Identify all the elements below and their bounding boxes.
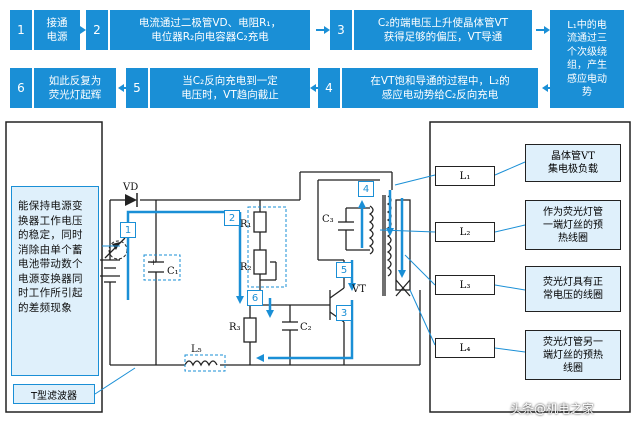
step-number: 1 bbox=[10, 10, 32, 50]
step-4: 4 在VT饱和导通的过程中，L₂的 感应电动势给C₂反向充电 bbox=[318, 68, 538, 108]
badge-4: 4 bbox=[358, 181, 374, 197]
step-text: 电流通过二极管VD、电阻R₁， 电位器R₂向电容器C₂充电 bbox=[110, 10, 310, 50]
step-2: 2 电流通过二极管VD、电阻R₁， 电位器R₂向电容器C₂充电 bbox=[86, 10, 310, 50]
label-l5: L₅ bbox=[191, 344, 202, 355]
arrow-left-icon bbox=[118, 84, 124, 92]
step-number: 6 bbox=[10, 68, 32, 108]
step-5: 5 当C₂反向充电到一定 电压时，VT趋向截止 bbox=[126, 68, 310, 108]
arrow-right-icon bbox=[324, 26, 330, 34]
arrow-left-icon bbox=[310, 84, 316, 92]
label-r3: R₃ bbox=[229, 322, 241, 333]
step-text: L₁中的电 流通过三 个次级绕 组，产生 感应电动 势 bbox=[550, 10, 624, 108]
label-plus: + bbox=[150, 258, 157, 267]
label-c2: C₂ bbox=[300, 322, 312, 333]
label-r2: R₂ bbox=[240, 262, 252, 273]
coil-l4-desc: 荧光灯管另一 端灯丝的预热 线圈 bbox=[525, 330, 621, 380]
step-text: 如此反复为 荧光灯起辉 bbox=[34, 68, 116, 108]
step-text: 当C₂反向充电到一定 电压时，VT趋向截止 bbox=[150, 68, 310, 108]
filter-label: T型滤波器 bbox=[13, 384, 95, 404]
step-3: 3 C₂的端电压上升使晶体管VT 获得足够的偏压，VT导通 bbox=[330, 10, 532, 50]
step-text: 接通 电源 bbox=[34, 10, 80, 50]
step-text: 在VT饱和导通的过程中，L₂的 感应电动势给C₂反向充电 bbox=[342, 68, 538, 108]
badge-2: 2 bbox=[224, 210, 240, 226]
coil-l3-name: L₃ bbox=[435, 275, 495, 295]
step-6: 6 如此反复为 荧光灯起辉 bbox=[10, 68, 116, 108]
coil-l3-desc: 荧光灯具有正 常电压的线圈 bbox=[525, 266, 621, 312]
left-note: 能保持电源变换器工作电压的稳定，同时消除由单个蓄电池带动数个电源变换器同时工作所… bbox=[11, 186, 99, 376]
badge-5: 5 bbox=[336, 262, 352, 278]
coil-l1-desc: 晶体管VT 集电极负载 bbox=[525, 144, 621, 182]
diode-icon bbox=[125, 194, 137, 206]
arrow-right-icon bbox=[544, 26, 550, 34]
step-l1: L₁中的电 流通过三 个次级绕 组，产生 感应电动 势 bbox=[550, 10, 624, 108]
step-text: C₂的端电压上升使晶体管VT 获得足够的偏压，VT导通 bbox=[354, 10, 532, 50]
arrow-left-icon bbox=[542, 84, 548, 92]
badge-6: 6 bbox=[247, 290, 263, 306]
step-number: 2 bbox=[86, 10, 108, 50]
label-r1: R₁ bbox=[240, 219, 252, 230]
watermark: 头条@机电之家 bbox=[510, 402, 595, 416]
step-number: 5 bbox=[126, 68, 148, 108]
coil-l1-name: L₁ bbox=[435, 166, 495, 186]
flow-arrows bbox=[76, 26, 550, 92]
label-vd: VD bbox=[123, 182, 139, 193]
step-number: 4 bbox=[318, 68, 340, 108]
badge-1: 1 bbox=[120, 222, 136, 238]
label-c3: C₃ bbox=[322, 214, 334, 225]
step-number: 3 bbox=[330, 10, 352, 50]
step-1: 1 接通 电源 bbox=[10, 10, 80, 50]
arrow-right-icon bbox=[80, 26, 86, 34]
coil-l2-desc: 作为荧光灯管 一端灯丝的预 热线圈 bbox=[525, 200, 621, 250]
label-c1: C₁ bbox=[167, 266, 179, 277]
badge-3: 3 bbox=[336, 305, 352, 321]
coil-l4-name: L₄ bbox=[435, 338, 495, 358]
coil-l2-name: L₂ bbox=[435, 222, 495, 242]
label-vt: VT bbox=[352, 284, 366, 295]
